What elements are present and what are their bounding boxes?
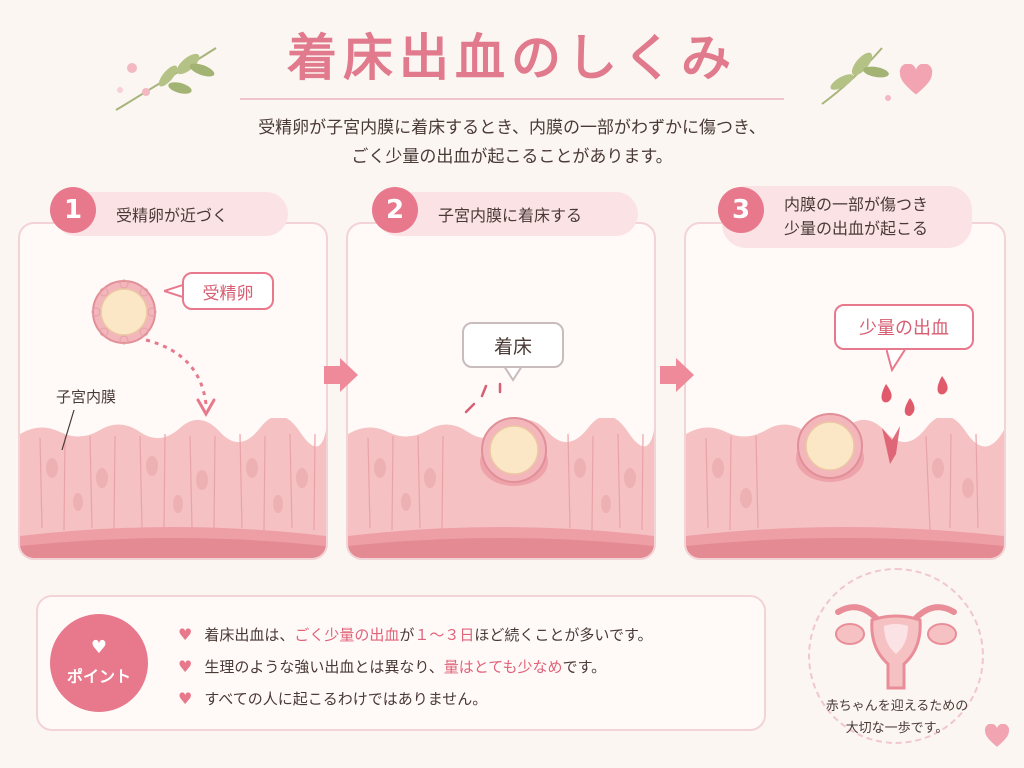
points-box	[36, 595, 766, 731]
implantation-callout: 着床	[462, 322, 564, 368]
subtitle-line-1: 受精卵が子宮内膜に着床するとき、内膜の一部がわずかに傷つき、	[258, 118, 766, 138]
callout-pointer	[886, 348, 906, 372]
heart-icon	[899, 64, 933, 95]
page-subtitle: 受精卵が子宮内膜に着床するとき、内膜の一部がわずかに傷つき、 ごく少量の出血が起…	[0, 114, 1024, 172]
caption-line-2: 大切な一歩です。	[845, 721, 949, 736]
point-item-2: ♥ 生理のような強い出血とは異なり、量はとても少なめです。	[178, 656, 606, 677]
point-1-text-c: ほど続くことが多いです。	[474, 626, 653, 644]
point-2-text-a: 生理のような強い出血とは異なり、	[204, 658, 444, 676]
endometrium-tissue	[348, 418, 654, 558]
point-1-text-a: 着床出血は、	[204, 626, 295, 644]
point-1-highlight-b: １〜３日	[414, 626, 475, 644]
sprig-icon	[821, 47, 891, 105]
sparkle-marks-icon	[464, 382, 502, 414]
step-3-label-line-1: 内膜の一部が傷つき	[784, 195, 929, 214]
sprig-icon	[115, 47, 217, 111]
point-2-highlight: 量はとても少なめ	[443, 658, 563, 676]
heart-icon: ♥	[90, 637, 108, 658]
heart-icon	[984, 724, 1010, 747]
step-3-number: 3	[718, 187, 764, 233]
approach-arrow-icon	[145, 338, 216, 418]
endometrium-tissue	[686, 418, 1004, 558]
endometrium-leader-line	[61, 409, 75, 451]
point-3-text: すべての人に起こるわけではありません。	[204, 690, 488, 708]
small-bleeding-callout: 少量の出血	[834, 304, 974, 350]
callout-pointer	[504, 366, 522, 382]
fertilized-egg-callout: 受精卵	[182, 272, 274, 310]
uterus-circle	[808, 568, 984, 744]
endometrium-tissue	[20, 418, 326, 558]
step-1-label: 受精卵が近づく	[54, 192, 288, 236]
step-3-panel: 少量の出血	[684, 222, 1006, 560]
points-badge-label: ポイント	[66, 667, 131, 686]
arrow-right-icon	[660, 358, 694, 392]
point-2-text-b: です。	[562, 658, 607, 676]
uterus-caption: 赤ちゃんを迎えるための 大切な一歩です。	[792, 696, 1002, 740]
point-1-highlight-a: ごく少量の出血	[294, 626, 400, 644]
blood-drop-icon	[881, 376, 948, 416]
point-1-text-b: が	[399, 626, 415, 644]
caption-line-1: 赤ちゃんを迎えるための	[825, 699, 969, 714]
implanted-egg-icon	[480, 417, 548, 486]
uterus-icon	[835, 604, 957, 690]
heart-icon: ♥	[178, 657, 193, 676]
step-2-label-text: 子宮内膜に着床する	[438, 206, 583, 225]
point-item-3: ♥ すべての人に起こるわけではありません。	[178, 688, 487, 709]
heart-icon: ♥	[178, 689, 193, 708]
subtitle-line-2: ごく少量の出血が起こることがあります。	[351, 147, 673, 167]
page-title: 着床出血のしくみ	[287, 29, 737, 87]
step-2-label: 子宮内膜に着床する	[376, 192, 638, 236]
step-3-label-line-2: 少量の出血が起こる	[784, 219, 929, 238]
step-2-panel: 着床	[346, 222, 656, 560]
callout-pointer	[164, 284, 186, 298]
arrow-right-icon	[324, 358, 358, 392]
step-2-number: 2	[372, 187, 418, 233]
heart-icon: ♥	[178, 625, 193, 644]
step-1-label-text: 受精卵が近づく	[116, 206, 229, 225]
title-underline	[240, 98, 784, 100]
step-3-label: 内膜の一部が傷つき 少量の出血が起こる	[722, 186, 972, 248]
points-badge: ♥ ポイント	[50, 614, 148, 712]
implanted-egg-icon	[796, 413, 864, 482]
step-1-panel: 受精卵 子宮内膜	[18, 222, 328, 560]
step-1-number: 1	[50, 187, 96, 233]
fertilized-egg-icon	[91, 279, 157, 345]
endometrium-label: 子宮内膜	[56, 388, 117, 406]
